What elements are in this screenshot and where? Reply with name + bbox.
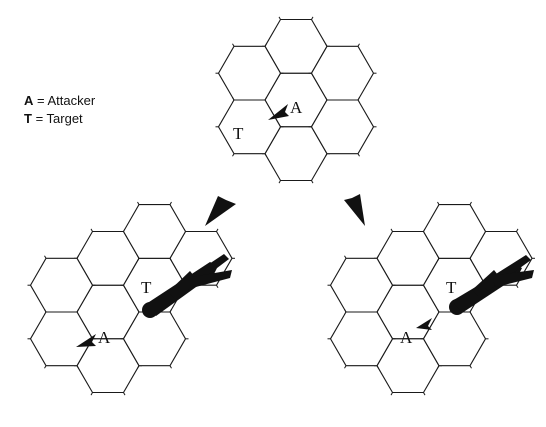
left-target-label: T (141, 278, 152, 297)
hex-vertex-tick (469, 309, 472, 313)
hex-vertex-tick (325, 43, 328, 47)
hex-vertex-tick (437, 258, 440, 262)
hex-vertex-tick (390, 392, 393, 396)
hex-vertex-tick (232, 97, 235, 101)
hex-vertex-tick (469, 201, 472, 205)
hex-vertex-tick (264, 97, 267, 101)
hex-vertex-tick (516, 284, 519, 289)
hex-vertex-tick (278, 180, 281, 184)
hex-vertex-tick (311, 16, 314, 20)
hex-vertex-tick (325, 153, 328, 157)
hex-vertex-tick (76, 365, 79, 369)
hex-vertex-tick (264, 153, 267, 157)
transition-arrow-right-icon (344, 194, 365, 226)
legend-target-key: T (24, 111, 32, 126)
hex-vertex-tick (344, 365, 347, 369)
top-target-label: T (233, 124, 244, 143)
legend-attacker-key: A (24, 93, 34, 108)
right-attacker-label: A (400, 328, 413, 347)
hex-vertex-tick (90, 228, 93, 232)
hex-vertex-tick (437, 201, 440, 205)
hex-vertex-tick (137, 309, 140, 313)
hex-vertex-tick (437, 365, 440, 369)
hex-vertex-tick (376, 309, 379, 313)
left-attacker-label: A (98, 328, 111, 347)
hex-vertex-tick (357, 97, 360, 101)
hex-vertex-tick (137, 258, 140, 262)
right-attacker-marker-icon (416, 318, 432, 330)
hex-vertex-tick (437, 309, 440, 313)
legend-target: T = Target (24, 110, 95, 128)
legend: A = Attacker T = Target (24, 92, 95, 128)
hex-vertex-tick (264, 43, 267, 47)
hex-vertex-tick (216, 228, 219, 232)
hex-vertex-tick (357, 153, 360, 157)
hex-vertex-tick (469, 258, 472, 262)
right-target-ship-icon (449, 255, 534, 315)
hex-vertex-tick (469, 365, 472, 369)
transition-arrow-left-icon (205, 196, 236, 226)
hex-vertex-tick (344, 255, 347, 259)
right-hex-grid (327, 201, 535, 396)
hex-vertex-tick (137, 365, 140, 369)
legend-attacker-text: = Attacker (33, 93, 96, 108)
hex-vertex-tick (278, 16, 281, 20)
hex-vertex-tick (376, 365, 379, 369)
hex-vertex-tick (423, 392, 426, 396)
hex-vertex-tick (516, 228, 519, 232)
hex-vertex-tick (44, 255, 47, 259)
hex-vertex-tick (169, 258, 172, 262)
hex-vertex-tick (344, 309, 347, 313)
legend-target-text: = Target (31, 111, 83, 126)
hex-vertex-tick (232, 153, 235, 157)
top-attacker-marker-icon (268, 104, 289, 120)
hex-vertex-tick (90, 392, 93, 396)
hex-vertex-tick (123, 392, 126, 396)
hex-vertex-tick (44, 365, 47, 369)
hex-vertex-tick (169, 309, 172, 313)
hex-vertex-tick (390, 228, 393, 232)
right-target-label: T (446, 278, 457, 297)
left-target-ship-icon (142, 254, 232, 318)
hex-vertex-tick (376, 255, 379, 259)
legend-attacker: A = Attacker (24, 92, 95, 110)
hex-vertex-tick (76, 309, 79, 313)
hex-vertex-tick (357, 43, 360, 47)
hex-vertex-tick (325, 97, 328, 101)
hex-vertex-tick (76, 255, 79, 259)
hex-vertex-tick (216, 284, 219, 289)
hex-vertex-tick (169, 365, 172, 369)
hex-vertex-tick (169, 201, 172, 205)
left-hex-grid (27, 201, 235, 396)
left-attacker-marker-icon (76, 334, 96, 347)
hex-vertex-tick (44, 309, 47, 313)
top-attacker-label: A (290, 98, 303, 117)
hex-vertex-tick (311, 180, 314, 184)
hex-vertex-tick (137, 201, 140, 205)
hex-vertex-tick (232, 43, 235, 47)
